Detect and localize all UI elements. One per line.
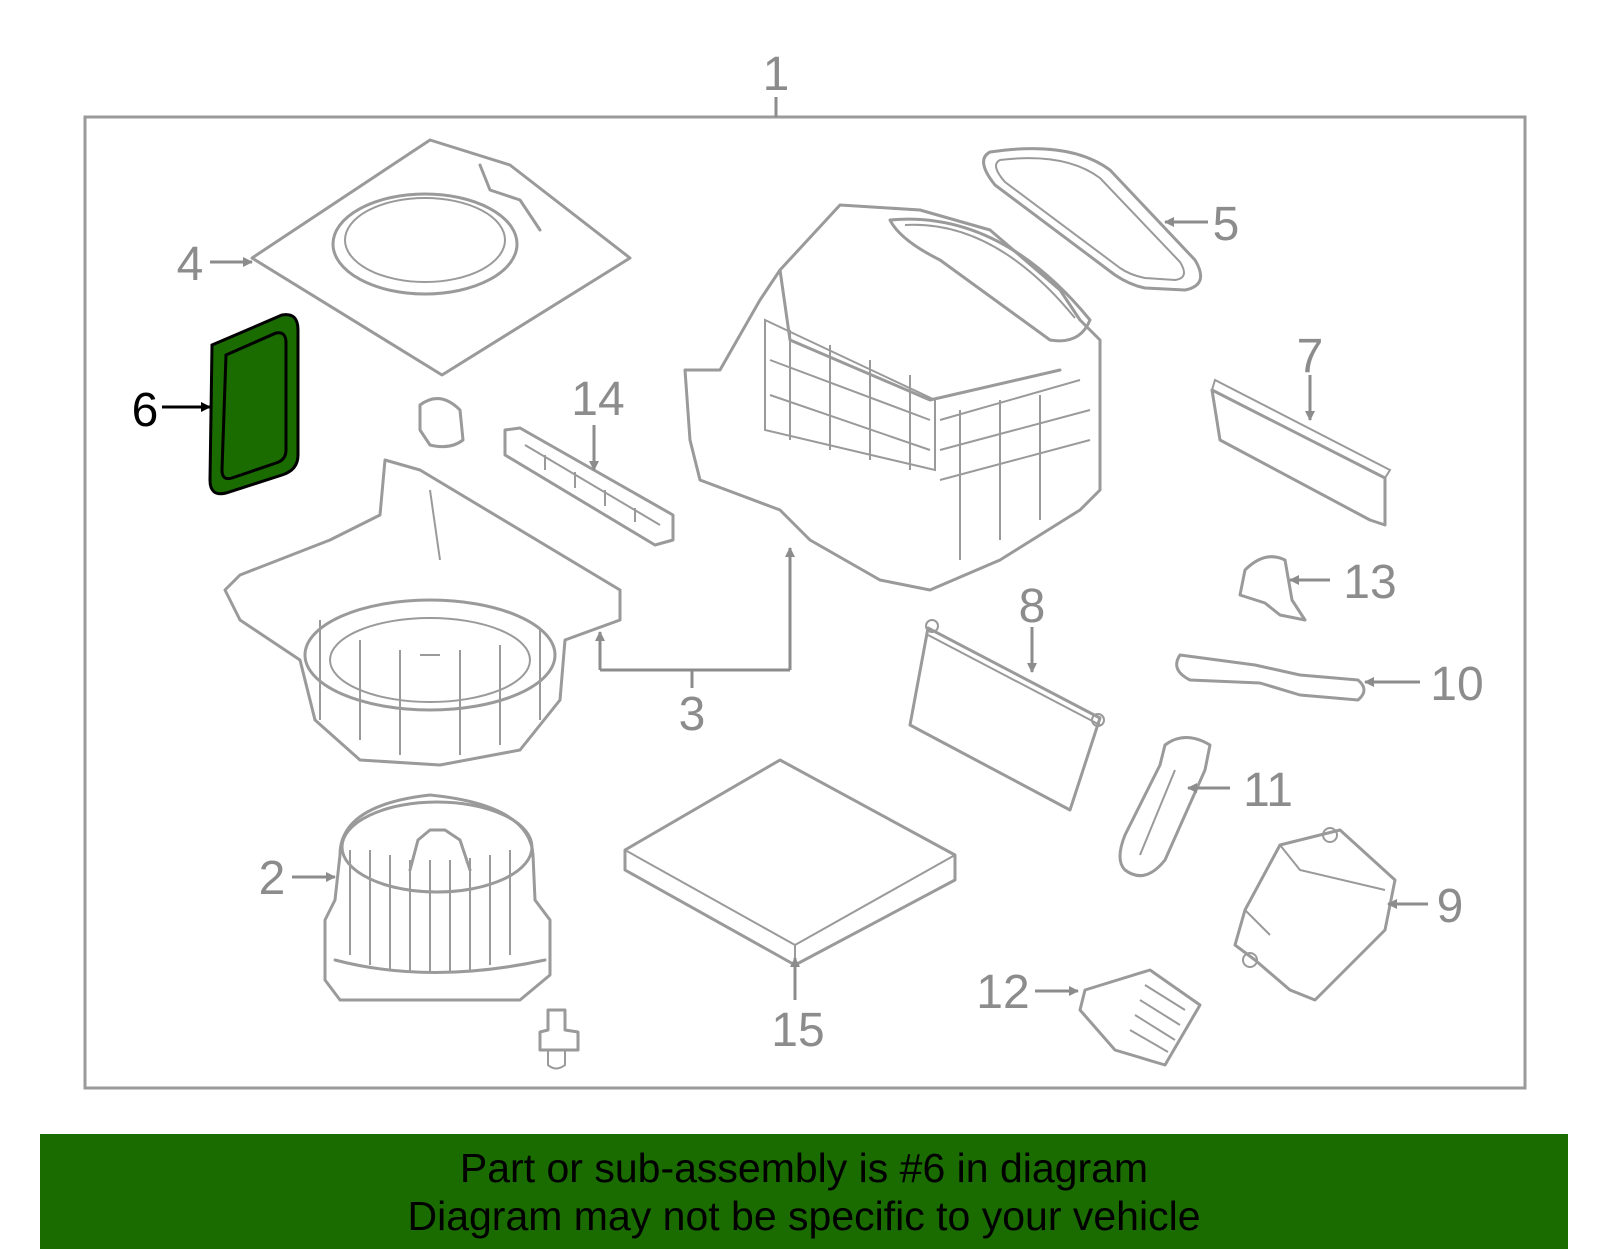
callout-1: 1 xyxy=(763,48,790,101)
callout-7: 7 xyxy=(1297,330,1324,383)
part-5-gasket[interactable] xyxy=(982,147,1203,292)
callout-6: 6 xyxy=(132,384,159,437)
part-6-seal[interactable] xyxy=(208,313,300,496)
callout-9: 9 xyxy=(1437,880,1464,933)
part-2-blower-motor[interactable] xyxy=(323,793,552,1002)
part-3-blower-housing[interactable] xyxy=(223,458,622,767)
banner-line-2: Diagram may not be specific to your vehi… xyxy=(407,1193,1201,1239)
part-10-rod[interactable] xyxy=(1175,653,1366,702)
leader-3 xyxy=(595,547,795,688)
callout-13: 13 xyxy=(1343,556,1396,609)
info-banner: Part or sub-assembly is #6 in diagram Di… xyxy=(40,1134,1568,1249)
callout-2: 2 xyxy=(259,852,286,905)
part-3-hvac-case[interactable] xyxy=(683,203,1102,592)
callout-8: 8 xyxy=(1019,580,1046,633)
callout-4: 4 xyxy=(177,238,204,291)
part-4-cover[interactable] xyxy=(250,138,632,377)
callout-5: 5 xyxy=(1213,198,1240,251)
callout-12: 12 xyxy=(976,966,1029,1019)
part-15-filter[interactable] xyxy=(623,758,957,967)
callout-10: 10 xyxy=(1430,658,1483,711)
banner-line-1: Part or sub-assembly is #6 in diagram xyxy=(459,1145,1149,1191)
part-12-vent[interactable] xyxy=(1078,968,1202,1067)
callout-14: 14 xyxy=(571,373,624,426)
part-8-heater-core[interactable] xyxy=(908,619,1105,812)
clip-part[interactable] xyxy=(418,397,465,449)
part-9-module[interactable] xyxy=(1233,827,1397,1002)
callout-3: 3 xyxy=(679,688,706,741)
callout-15: 15 xyxy=(771,1004,824,1057)
part-13-actuator[interactable] xyxy=(1238,555,1307,622)
screw-part[interactable] xyxy=(538,1008,580,1070)
part-7-rail[interactable] xyxy=(1210,378,1392,527)
part-14-grille[interactable] xyxy=(503,426,675,547)
part-11-lever[interactable] xyxy=(1118,736,1212,878)
assembly-frame xyxy=(83,115,1527,1090)
callout-11: 11 xyxy=(1243,764,1293,817)
